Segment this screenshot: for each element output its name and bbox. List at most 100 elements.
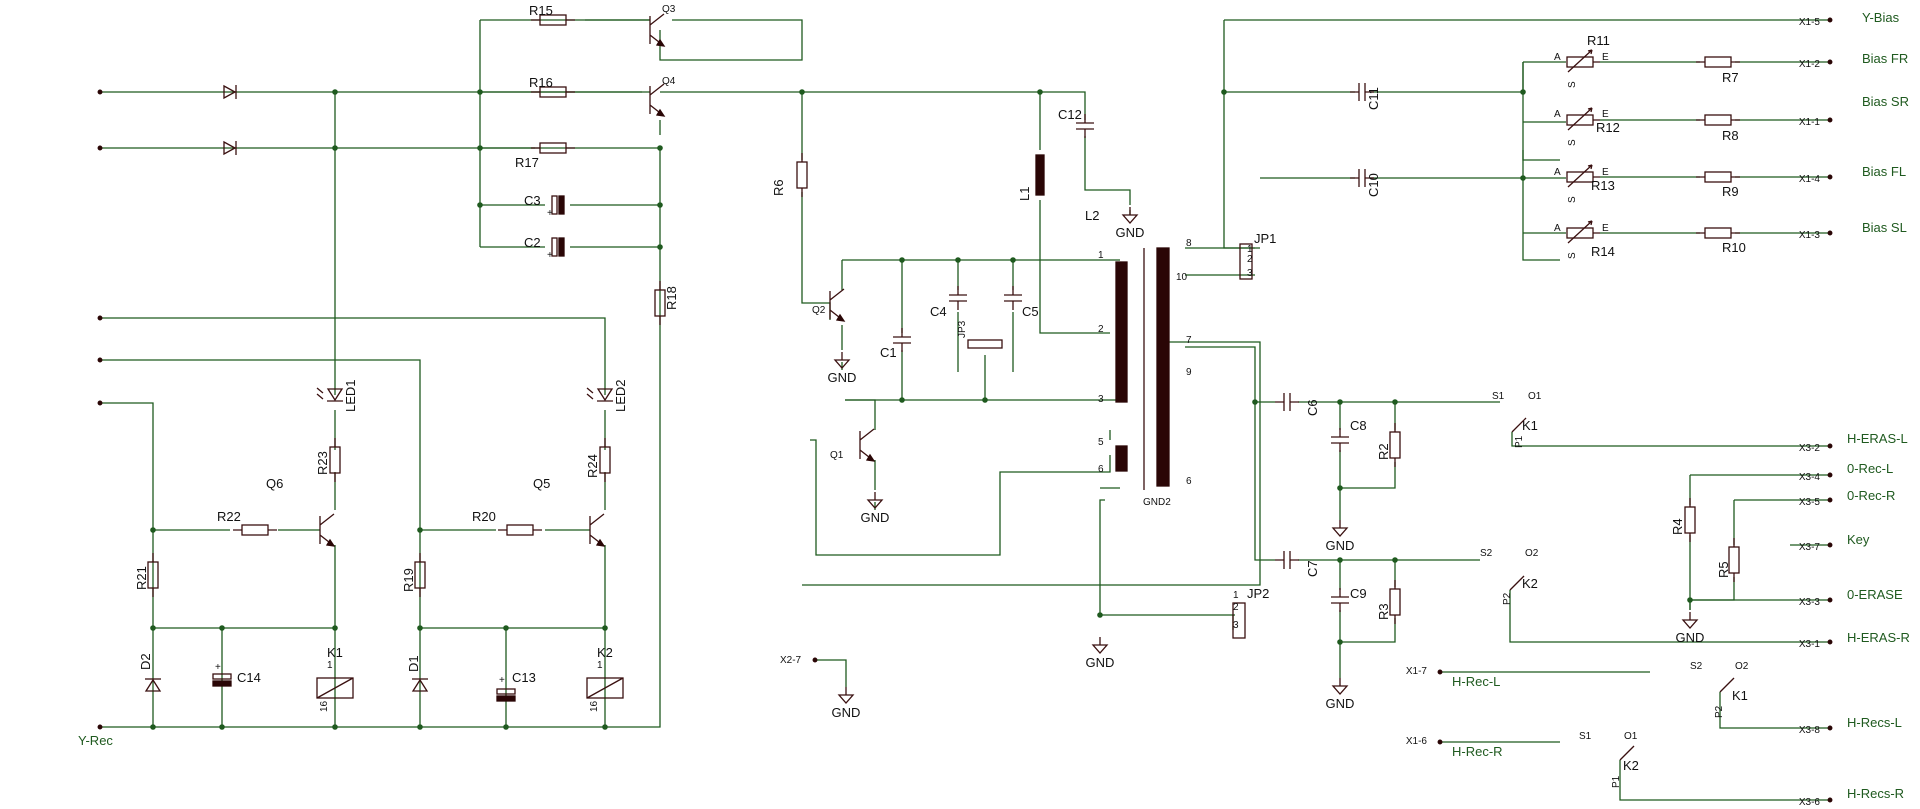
ground-c9 (1331, 678, 1349, 695)
r13-pin-a: A (1554, 167, 1561, 178)
capacitor-c5 (1004, 286, 1022, 310)
label-r12: R12 (1596, 120, 1620, 135)
wire (845, 399, 876, 430)
junction-dot (1520, 175, 1526, 181)
label-k1-coil: K1 (327, 645, 343, 660)
jp1-pin1: 1 (1247, 244, 1253, 255)
wire (1511, 432, 1830, 447)
junction-dot (1337, 557, 1343, 563)
r14-pin-a: A (1554, 223, 1561, 234)
connector-terminal (1827, 117, 1833, 123)
label-c14: C14 (237, 670, 261, 685)
wire (1185, 346, 1275, 403)
resistor-r16 (531, 86, 575, 98)
junction-dot (799, 89, 805, 95)
label-r13: R13 (1591, 178, 1615, 193)
wire (1223, 20, 1260, 249)
label-q6: Q6 (266, 476, 283, 491)
led1 (316, 387, 344, 402)
label-k2-coil: K2 (597, 645, 613, 660)
wire (1509, 590, 1830, 643)
label-x2-7: X2-7 (780, 655, 802, 666)
label-s2-k2: S2 (1480, 548, 1493, 559)
label-q2: Q2 (812, 305, 826, 316)
label-c8: C8 (1350, 418, 1367, 433)
wire (1619, 760, 1830, 801)
label-jp1: JP1 (1254, 231, 1276, 246)
junction-dot (477, 202, 483, 208)
junction-dot (1221, 89, 1227, 95)
label-x1-7: X1-7 (1406, 666, 1428, 677)
relay-k2-coil (586, 677, 624, 699)
label-o1-k1: O1 (1528, 391, 1542, 402)
terminal-x1-6 (1437, 739, 1443, 745)
junction-dot (1010, 257, 1016, 263)
net-0-erase: 0-ERASE (1847, 587, 1903, 602)
wire-ground-return (100, 148, 661, 728)
c2-plus: + (547, 250, 553, 261)
jumper-jp1 (1239, 243, 1253, 280)
label-p2-k1: P2 (1714, 705, 1725, 718)
ground-label: GND (832, 705, 861, 720)
label-c5: C5 (1022, 304, 1039, 319)
c13-plus: + (499, 675, 505, 686)
label-x1-4: X1-4 (1799, 174, 1821, 185)
ground-label: GND (1326, 538, 1355, 553)
junction-dot (1687, 597, 1693, 603)
label-c7: C7 (1305, 560, 1320, 577)
wire (1340, 618, 1396, 643)
switch-k1-rec (1719, 677, 1735, 693)
label-x3-3: X3-3 (1799, 597, 1821, 608)
label-r4: R4 (1670, 518, 1685, 535)
junction-dot (332, 724, 338, 730)
jumper-jp2 (1232, 602, 1246, 639)
resistor-r24 (599, 438, 611, 482)
label-l1: L1 (1017, 187, 1032, 201)
connector-terminal (1827, 639, 1833, 645)
ground-q1 (866, 492, 884, 509)
wire (802, 341, 1261, 586)
junction-dot (417, 724, 423, 730)
label-q1: Q1 (830, 450, 844, 461)
connector-terminal (1827, 797, 1833, 803)
label-r10: R10 (1722, 240, 1746, 255)
resistor-r5 (1728, 538, 1740, 582)
label-c1: C1 (880, 345, 897, 360)
label-r22: R22 (217, 509, 241, 524)
label-o2-k1: O2 (1735, 661, 1749, 672)
wire (1522, 122, 1560, 161)
junction-dot (332, 625, 338, 631)
wire (1340, 462, 1396, 489)
label-r7: R7 (1722, 70, 1739, 85)
connector-terminal (1827, 725, 1833, 731)
junction-dot (503, 625, 509, 631)
wire (1099, 499, 1235, 616)
trafo-pin6: 6 (1186, 476, 1192, 487)
resistor-r7 (1696, 56, 1740, 68)
junction-dot (477, 89, 483, 95)
r11-pin-a: A (1554, 52, 1561, 63)
transistor-q5 (589, 513, 606, 547)
label-c13: C13 (512, 670, 536, 685)
trimmer-r13 (1566, 164, 1600, 188)
wire (810, 439, 1111, 556)
label-r17: R17 (515, 155, 539, 170)
jp1-pin3: 3 (1247, 268, 1253, 279)
junction-dot (150, 625, 156, 631)
junction-dot (1337, 639, 1343, 645)
label-s1-k1: S1 (1492, 391, 1505, 402)
label-r23: R23 (315, 451, 330, 475)
switch-k2-erase (1509, 575, 1525, 591)
label-led1: LED1 (343, 379, 358, 412)
label-l2: L2 (1085, 208, 1099, 223)
trimmer-r12 (1566, 107, 1600, 131)
resistor-r3 (1389, 580, 1401, 624)
junction-dot (1392, 399, 1398, 405)
ground-label: GND (861, 510, 890, 525)
junction-dot (602, 724, 608, 730)
resistor-r9 (1696, 171, 1740, 183)
net-h-rec-r: H-Rec-R (1452, 744, 1503, 759)
ground-label: GND (1086, 655, 1115, 670)
label-r6: R6 (771, 179, 786, 196)
capacitor-c3 (551, 195, 565, 215)
